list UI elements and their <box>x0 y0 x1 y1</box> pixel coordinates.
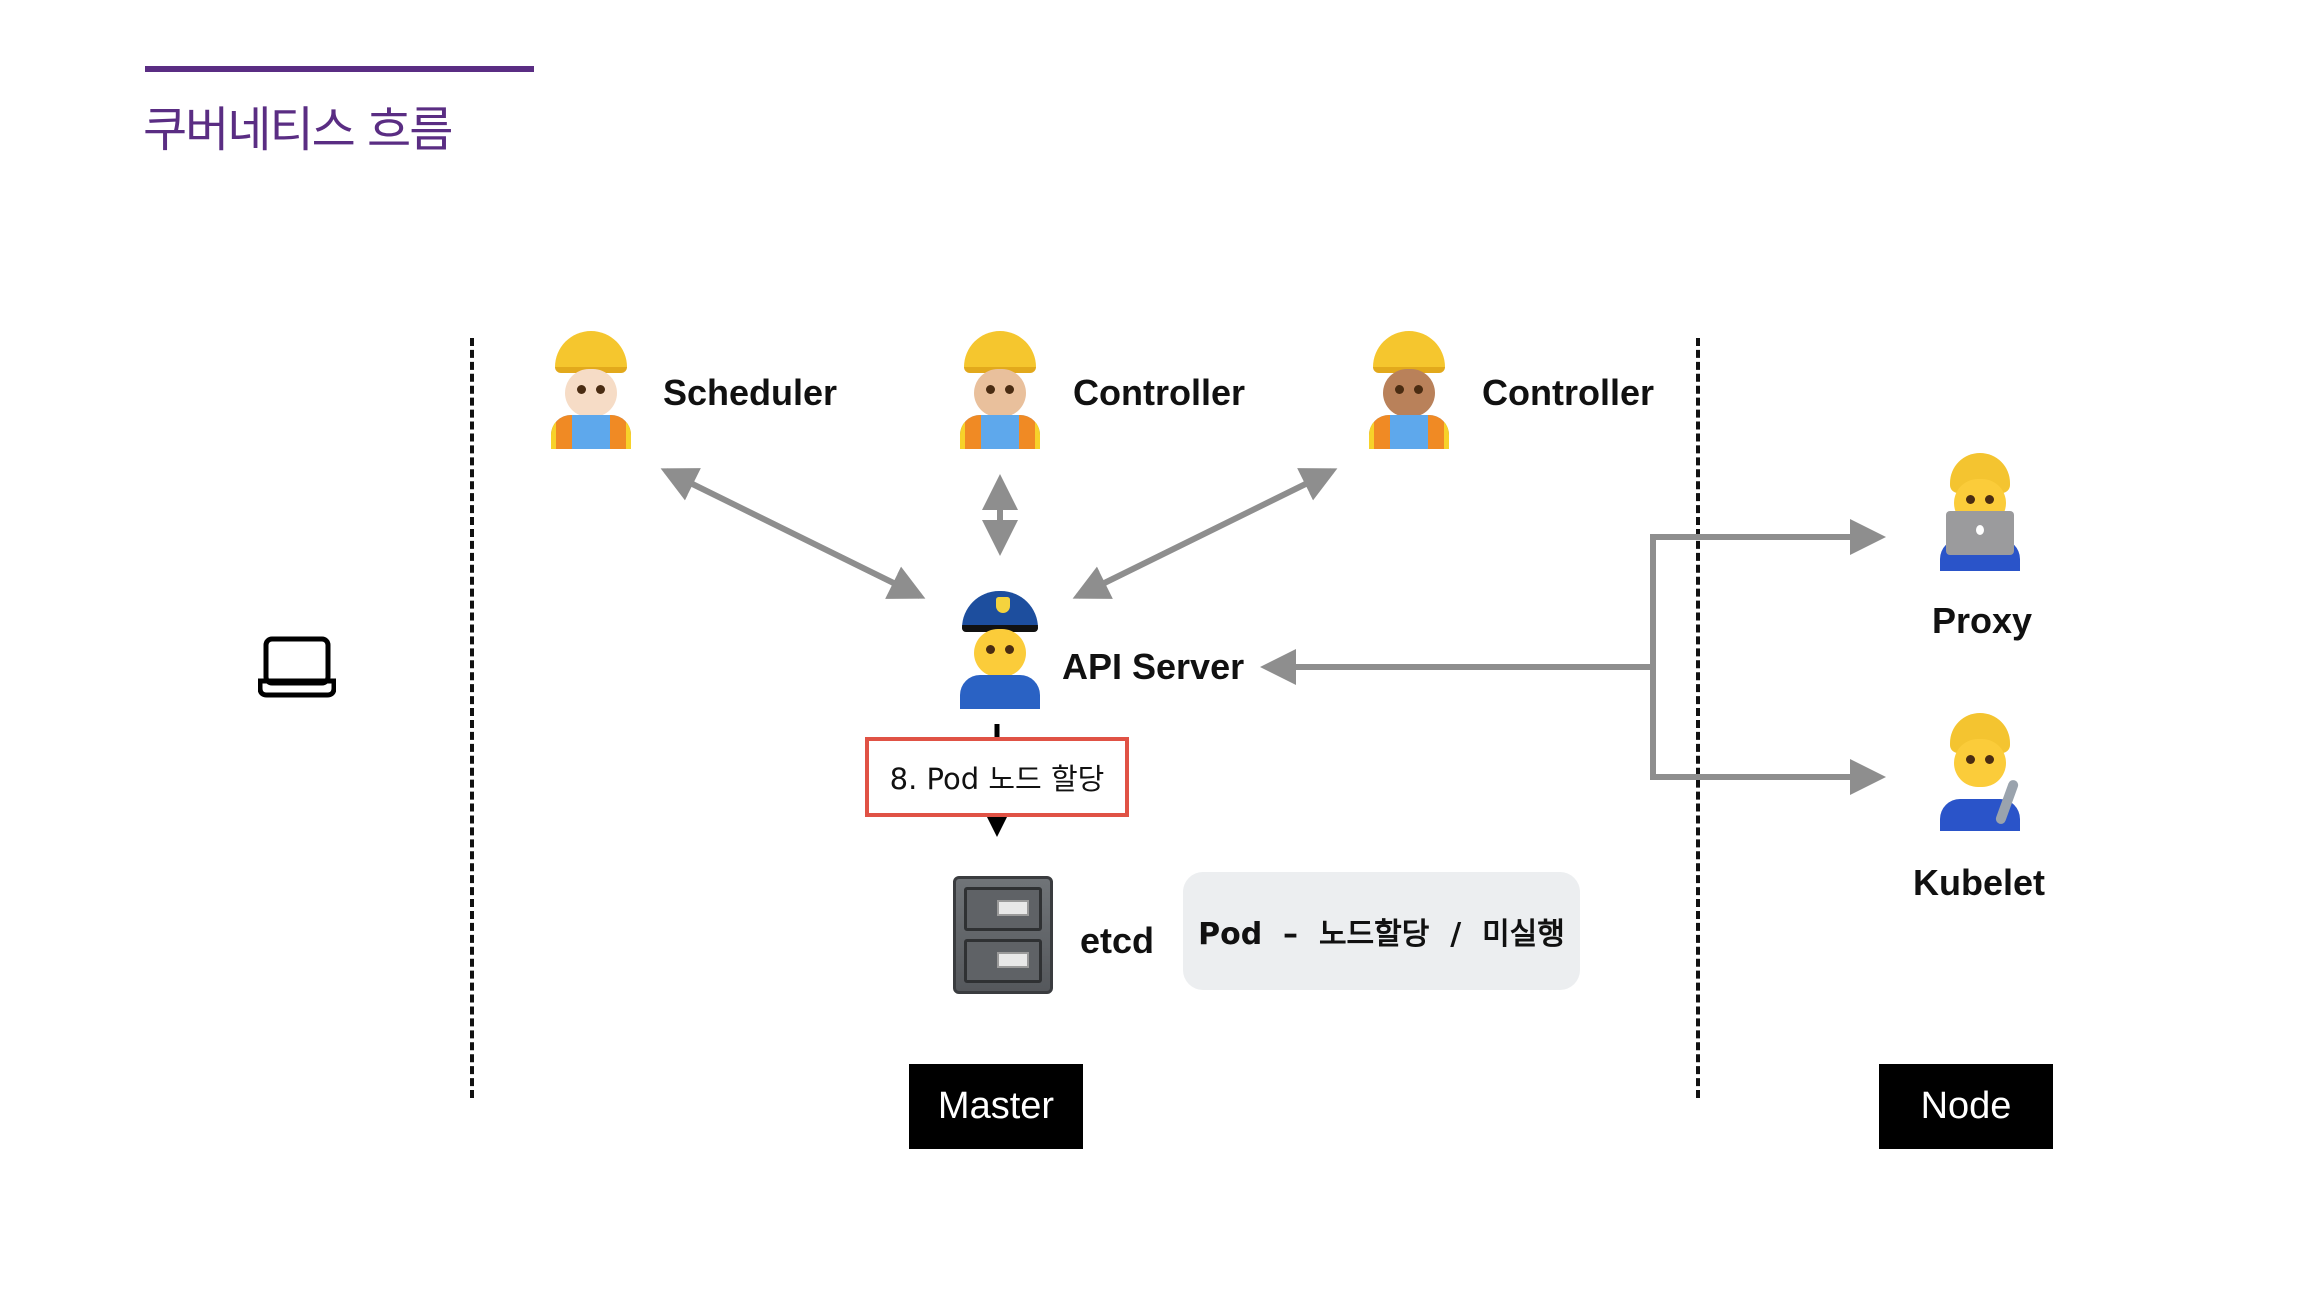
bracket-node <box>1650 534 1880 780</box>
api-server-icon <box>955 590 1045 710</box>
laptop-icon <box>257 636 337 702</box>
proxy-label: Proxy <box>1932 600 2033 641</box>
node-tag: Node <box>1879 1064 2053 1149</box>
client-master-divider <box>470 338 474 1098</box>
master-tag: Master <box>909 1064 1083 1149</box>
etcd-label: etcd <box>1080 920 1155 961</box>
controller-icon <box>955 330 1045 450</box>
pod-state-box: Pod – 노드할당 / 미실행 <box>1183 872 1580 990</box>
scheduler-label: Scheduler <box>663 372 838 413</box>
controller-label: Controller <box>1482 372 1655 413</box>
kubelet-label: Kubelet <box>1913 862 2046 903</box>
proxy-icon <box>1935 452 2025 572</box>
arrow-controller2-api <box>1072 468 1338 599</box>
title-rule <box>145 66 534 72</box>
kubelet-icon <box>1935 712 2025 832</box>
controller-icon <box>1364 330 1454 450</box>
page-title: 쿠버네티스 흐름 <box>143 102 453 158</box>
api-server-label: API Server <box>1062 646 1245 687</box>
arrow-scheduler-api <box>660 468 926 599</box>
master-node-divider <box>1696 338 1700 1098</box>
step-annotation: 8. Pod 노드 할당 <box>865 737 1129 817</box>
scheduler-icon <box>546 330 636 450</box>
controller-label: Controller <box>1073 372 1246 413</box>
etcd-icon <box>953 876 1053 994</box>
